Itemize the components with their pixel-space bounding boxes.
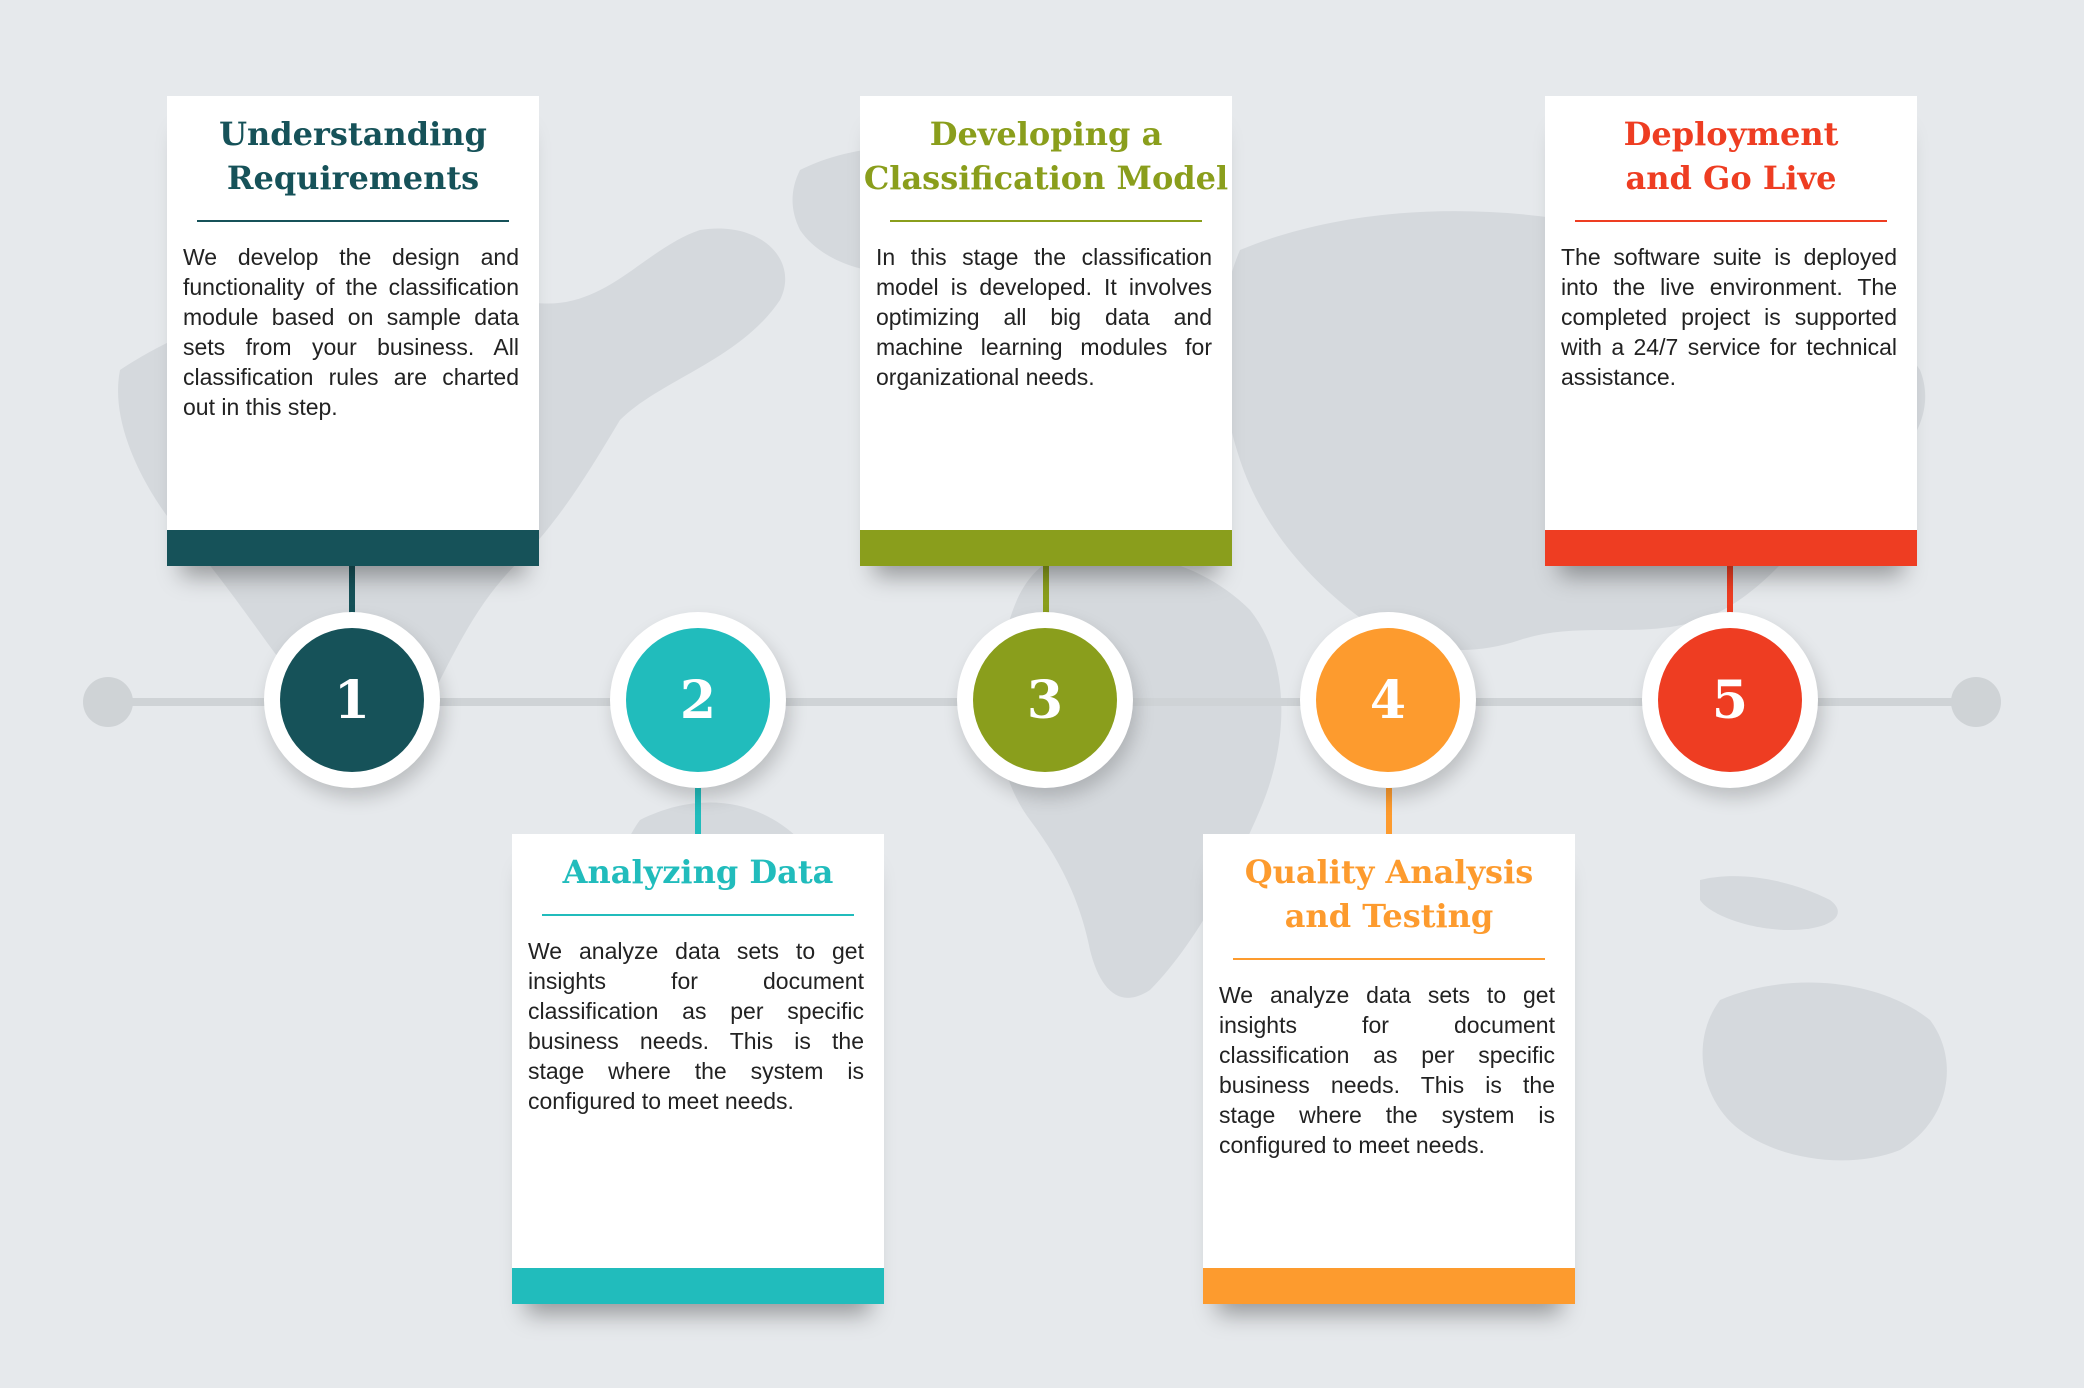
step-2-rule (542, 914, 854, 916)
step-2-connector (695, 788, 701, 836)
timeline-start-dot (83, 677, 133, 727)
step-4-number: 4 (1316, 628, 1460, 772)
map-australia (1702, 982, 1947, 1161)
step-2-card: Analyzing Data We analyze data sets to g… (512, 834, 884, 1304)
step-1-connector (349, 565, 355, 613)
step-3-rule (890, 220, 1202, 222)
step-1-title: Understanding Requirements (219, 115, 487, 197)
step-3-connector (1043, 565, 1049, 613)
step-4-body: We analyze data sets to get insights for… (1219, 982, 1555, 1158)
step-2-marker: 2 (610, 612, 786, 788)
step-4-rule (1233, 958, 1545, 960)
step-5-number: 5 (1658, 628, 1802, 772)
step-3-number: 3 (973, 628, 1117, 772)
step-1-bar (167, 530, 539, 566)
step-5-card: Deployment and Go Live The software suit… (1545, 96, 1917, 566)
step-3-marker: 3 (957, 612, 1133, 788)
step-2-title: Analyzing Data (562, 853, 834, 891)
step-2-bar (512, 1268, 884, 1304)
step-5-rule (1575, 220, 1887, 222)
step-5-connector (1727, 565, 1733, 613)
step-4-card: Quality Analysis and Testing We analyze … (1203, 834, 1575, 1304)
step-3-bar (860, 530, 1232, 566)
step-5-body: The software suite is deployed into the … (1561, 244, 1897, 390)
step-4-marker: 4 (1300, 612, 1476, 788)
step-4-title: Quality Analysis and Testing (1244, 853, 1534, 935)
step-4-connector (1386, 788, 1392, 836)
timeline-end-dot (1951, 677, 2001, 727)
step-3-body: In this stage the classification model i… (876, 244, 1212, 390)
step-3-card: Developing a Classification Model In thi… (860, 96, 1232, 566)
step-5-bar (1545, 530, 1917, 566)
step-1-number: 1 (280, 628, 424, 772)
step-1-body: We develop the design and functionality … (183, 244, 519, 420)
step-1-card: Understanding Requirements We develop th… (167, 96, 539, 566)
step-2-number: 2 (626, 628, 770, 772)
step-3-title: Developing a Classification Model (863, 115, 1229, 197)
step-2-body: We analyze data sets to get insights for… (528, 938, 864, 1114)
step-1-marker: 1 (264, 612, 440, 788)
map-indonesia (1700, 876, 1838, 930)
step-5-marker: 5 (1642, 612, 1818, 788)
step-1-rule (197, 220, 509, 222)
step-5-title: Deployment and Go Live (1623, 115, 1839, 197)
step-4-bar (1203, 1268, 1575, 1304)
